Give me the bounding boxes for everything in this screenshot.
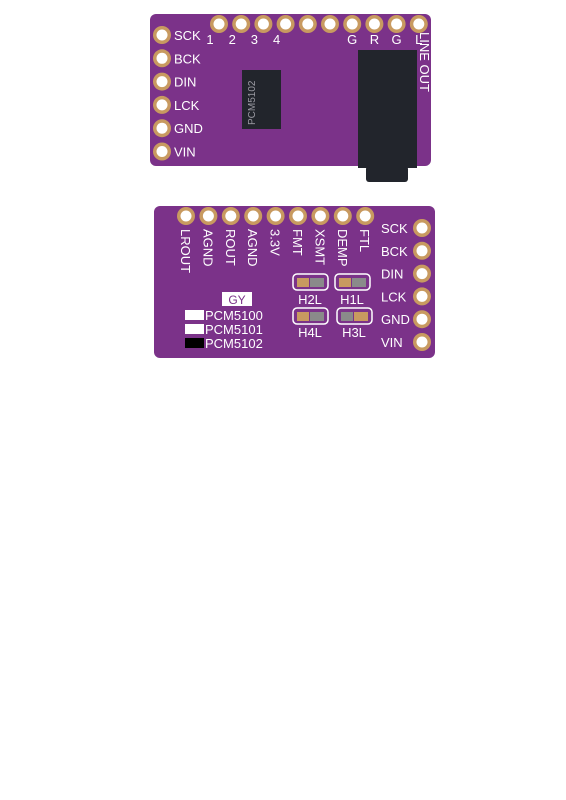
pin-label: GND — [174, 121, 203, 136]
pin-pad — [210, 15, 228, 33]
pin-label: G — [347, 32, 357, 47]
pin-label: AGND — [200, 229, 215, 267]
variant-pcm5100: PCM5100 — [185, 308, 263, 323]
pin-pad — [413, 333, 431, 351]
brand-label: GY — [228, 293, 245, 307]
bottom-board: LROUT AGND ROUT AGND 3.3V FMT XSMT DEMP FTL SCK B… — [154, 206, 435, 358]
jack-plug — [366, 166, 408, 182]
pin-label: LCK — [174, 98, 200, 113]
jumper-h1l: H1L — [334, 273, 371, 307]
pin-pad — [153, 49, 171, 68]
pin-pad — [276, 15, 295, 33]
pin-label: VIN — [381, 335, 403, 350]
pin-pad — [199, 207, 218, 225]
pin-label: AGND — [245, 229, 260, 267]
jack-label: LINE OUT — [417, 32, 432, 92]
pin-pad — [413, 241, 431, 260]
pin-pad — [289, 207, 307, 225]
variant-label: PCM5101 — [205, 322, 263, 337]
pin-label: SCK — [381, 221, 408, 236]
pin-pad — [177, 207, 195, 225]
pin-label: VIN — [174, 145, 196, 160]
pin-pad — [365, 15, 384, 33]
variant-label: PCM5102 — [205, 336, 263, 351]
pin-pad — [298, 15, 317, 33]
pcm5102-chip — [242, 70, 281, 129]
jumper-h4l: H4L — [292, 307, 329, 340]
pin-label: GND — [381, 312, 410, 327]
pin-label: ROUT — [223, 229, 238, 266]
pin-pad — [409, 15, 428, 33]
pin-pad — [153, 142, 171, 161]
pin-pad — [343, 15, 362, 33]
pin-label: DIN — [174, 75, 196, 90]
pin-pad — [413, 287, 431, 306]
pin-pad — [356, 207, 375, 225]
variant-pcm5102: PCM5102 — [185, 336, 263, 351]
pin-pad — [244, 207, 263, 225]
pin-pad — [333, 207, 352, 225]
pin-pad — [413, 264, 431, 283]
jumper-label: H2L — [298, 292, 322, 307]
pin-label: G — [392, 32, 402, 47]
pin-label: LROUT — [178, 229, 193, 273]
pin-pad — [153, 95, 171, 114]
pin-pad — [254, 15, 273, 33]
pin-label: BCK — [381, 244, 408, 259]
pin-pad — [311, 207, 330, 225]
pin-label: 2 — [229, 32, 236, 47]
pin-label: R — [370, 32, 379, 47]
pin-pad — [153, 26, 171, 44]
pin-pad — [221, 207, 240, 225]
pin-label: FTL — [357, 229, 372, 252]
pin-label: DEMP — [335, 229, 350, 267]
pin-pad — [153, 119, 171, 138]
variant-pcm5101: PCM5101 — [185, 322, 263, 337]
pin-pad — [232, 15, 251, 33]
variant-label: PCM5100 — [205, 308, 263, 323]
pin-label: 1 — [206, 32, 213, 47]
variant-box — [185, 338, 204, 348]
pin-label: 3.3V — [268, 229, 283, 256]
pin-label: BCK — [174, 51, 201, 66]
pin-pad — [266, 207, 285, 225]
brand-box — [222, 292, 252, 306]
jumper-label: H4L — [298, 325, 322, 340]
pin-pad — [413, 219, 431, 237]
jumper-label: H1L — [340, 292, 364, 307]
pin-label: LCK — [381, 289, 407, 304]
pin-label: XSMT — [312, 229, 327, 265]
chip-label: PCM5102 — [247, 80, 258, 125]
pin-label: 3 — [251, 32, 258, 47]
pin-pad — [321, 15, 339, 33]
pin-pad — [387, 15, 406, 33]
pin-label: L — [415, 32, 422, 47]
pin-label: DIN — [381, 267, 403, 282]
pin-pad — [413, 310, 431, 329]
pin-label: 4 — [273, 32, 280, 47]
variant-box — [185, 310, 204, 320]
pin-label: SCK — [174, 28, 201, 43]
variant-box — [185, 324, 204, 334]
jumper-h2l: H2L — [292, 273, 329, 307]
jack-body — [358, 50, 417, 168]
pin-pad — [153, 72, 171, 91]
jumper-h3l: H3L — [336, 307, 373, 340]
jumper-label: H3L — [342, 325, 366, 340]
pin-label: FMT — [290, 229, 305, 256]
